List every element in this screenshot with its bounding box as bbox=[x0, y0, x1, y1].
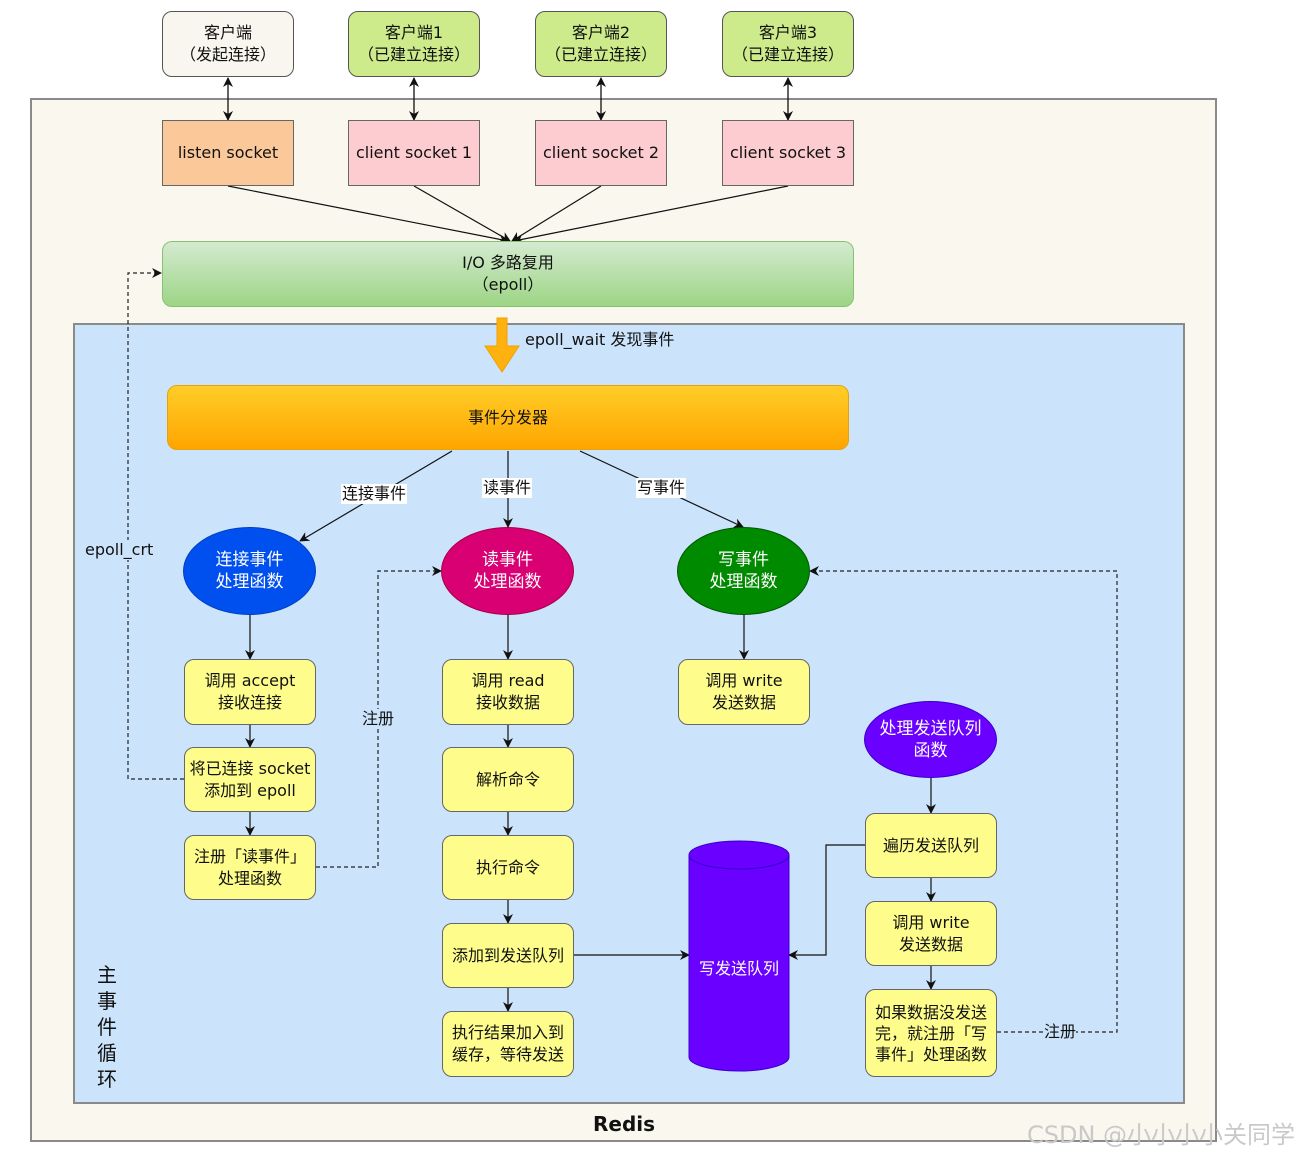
client-socket-2: client socket 2 bbox=[535, 120, 667, 186]
read-event-handler: 读事件 处理函数 bbox=[441, 527, 574, 615]
write-event-label: 写事件 bbox=[636, 478, 687, 498]
add-socket-to-epoll-step: 将已连接 socket 添加到 epoll bbox=[184, 747, 316, 812]
socket-to-epoll bbox=[511, 185, 602, 242]
register-read-handler-step: 注册「读事件」 处理函数 bbox=[184, 835, 316, 900]
write-queue-cylinder bbox=[688, 840, 790, 1072]
queue-write-step: 调用 write 发送数据 bbox=[865, 901, 997, 966]
register-write-label: 注册 bbox=[1044, 1022, 1077, 1042]
main-event-loop-label: 主 事 件 循 环 bbox=[97, 963, 117, 1091]
socket-to-epoll bbox=[513, 185, 789, 245]
event-dispatcher: 事件分发器 bbox=[167, 385, 849, 450]
epoll-crt-label: epoll_crt bbox=[85, 540, 154, 560]
read-step: 调用 read 接收数据 bbox=[442, 659, 574, 725]
redis-label: Redis bbox=[593, 1112, 656, 1136]
write-queue-label: 写发送队列 bbox=[698, 959, 779, 978]
connect-event-handler: 连接事件 处理函数 bbox=[183, 527, 316, 615]
client-initiating: 客户端（发起连接） bbox=[162, 11, 294, 77]
read-event-label: 读事件 bbox=[482, 478, 533, 498]
epoll-wait-label: epoll_wait 发现事件 bbox=[525, 330, 675, 349]
write-event-handler: 写事件 处理函数 bbox=[677, 527, 810, 615]
socket-to-epoll bbox=[227, 185, 509, 245]
accept-step: 调用 accept 接收连接 bbox=[184, 659, 316, 725]
client-label: 客户端1（已建立连接） bbox=[357, 23, 470, 64]
epoll-wait-arrow bbox=[484, 317, 520, 373]
client-label: 客户端3（已建立连接） bbox=[731, 23, 844, 64]
socket-to-epoll bbox=[413, 185, 511, 242]
client-2: 客户端2（已建立连接） bbox=[535, 11, 667, 77]
client-socket-3: client socket 3 bbox=[722, 120, 854, 186]
register-read-label: 注册 bbox=[362, 709, 395, 729]
watermark: CSDN @小小小小关同学 bbox=[1027, 1121, 1296, 1149]
epoll-crt-edge bbox=[127, 268, 184, 780]
client-1: 客户端1（已建立连接） bbox=[348, 11, 480, 77]
send-queue-handler: 处理发送队列 函数 bbox=[864, 701, 997, 778]
io-multiplexing-epoll: I/O 多路复用（epoll） bbox=[162, 241, 854, 307]
register-write-handler-step: 如果数据没发送 完，就注册「写 事件」处理函数 bbox=[865, 989, 997, 1077]
traverse-send-queue-step: 遍历发送队列 bbox=[865, 813, 997, 878]
execute-command-step: 执行命令 bbox=[442, 835, 574, 900]
traverse-queue-edge bbox=[788, 844, 865, 960]
client-socket-1: client socket 1 bbox=[348, 120, 480, 186]
connect-event-label: 连接事件 bbox=[341, 484, 408, 504]
add-to-send-queue-step: 添加到发送队列 bbox=[442, 923, 574, 988]
io-multiplexing-label: I/O 多路复用（epoll） bbox=[462, 253, 554, 294]
parse-command-step: 解析命令 bbox=[442, 747, 574, 812]
client-label: 客户端2（已建立连接） bbox=[544, 23, 657, 64]
write-step: 调用 write 发送数据 bbox=[678, 659, 810, 725]
client-3: 客户端3（已建立连接） bbox=[722, 11, 854, 77]
client-label: 客户端（发起连接） bbox=[179, 23, 276, 64]
cache-result-step: 执行结果加入到 缓存，等待发送 bbox=[442, 1011, 574, 1077]
listen-socket: listen socket bbox=[162, 120, 294, 186]
